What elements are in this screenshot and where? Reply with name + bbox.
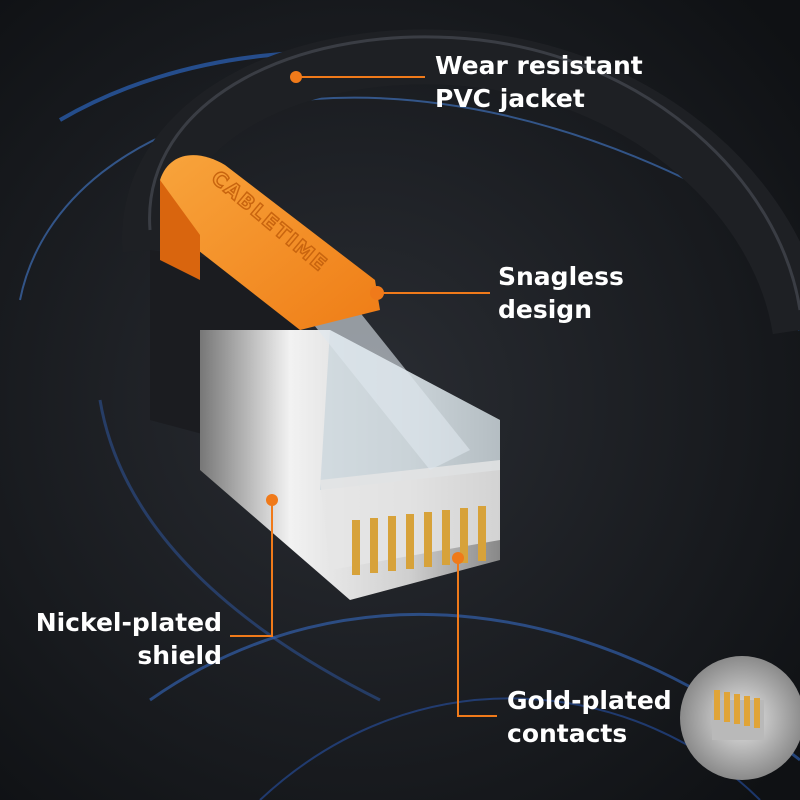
callout-shield-line1: Nickel-plated: [35, 608, 222, 637]
callout-contacts-line1: Gold-plated: [507, 686, 672, 715]
callout-contacts-line2: contacts: [507, 719, 628, 748]
callout-lines: [230, 76, 497, 717]
gold-contacts: [352, 506, 486, 575]
callout-jacket-line2: PVC jacket: [435, 84, 585, 113]
rj45-connector: [150, 250, 500, 600]
callout-dots: [266, 71, 464, 564]
callout-contacts: Gold-plated contacts: [507, 684, 672, 750]
callout-jacket: Wear resistant PVC jacket: [435, 49, 643, 115]
callout-jacket-line1: Wear resistant: [435, 51, 643, 80]
callout-shield: Nickel-plated shield: [36, 606, 222, 672]
callout-snagless-line1: Snagless: [498, 262, 624, 291]
callout-shield-line2: shield: [137, 641, 222, 670]
cable-jacket: [122, 29, 800, 335]
callout-snagless: Snagless design: [498, 260, 624, 326]
gold-contacts-inset: [680, 656, 800, 780]
callout-snagless-line2: design: [498, 295, 592, 324]
